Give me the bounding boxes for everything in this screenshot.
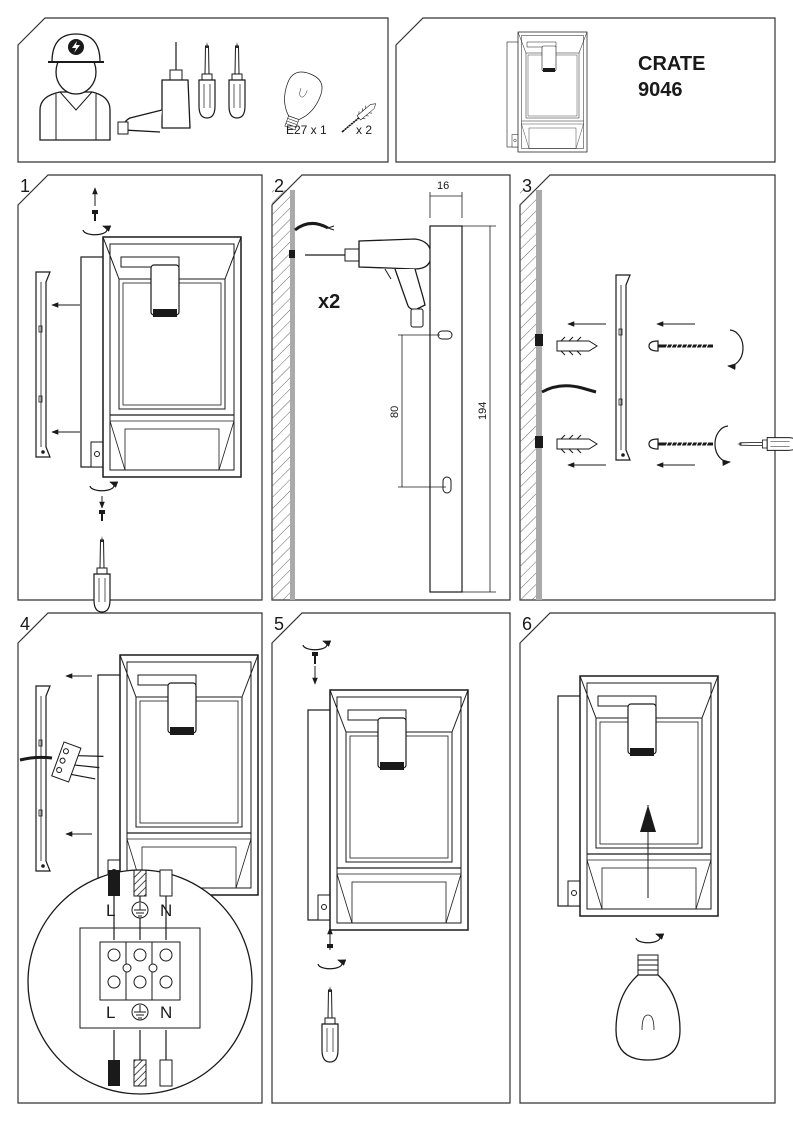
step-3-cable — [541, 384, 597, 394]
wiring-top-wires — [108, 869, 173, 940]
mounting-template — [429, 225, 463, 593]
drill-icon — [117, 42, 191, 135]
neutral-label-top: N — [160, 901, 172, 920]
live-label-top: L — [106, 901, 115, 920]
step-6-bulb-icon — [615, 954, 681, 1061]
step-6-illustration — [557, 675, 719, 1061]
step-3-illustration — [520, 190, 793, 600]
mains-cable — [294, 222, 329, 232]
bulb-quantity-label: E27 x 1 — [286, 123, 327, 137]
step-2-illustration: x2 16 194 80 — [272, 180, 496, 600]
electrician-icon — [39, 33, 111, 141]
step-5-number: 5 — [274, 614, 284, 634]
step-2-number: 2 — [274, 176, 284, 196]
step-1-number: 1 — [20, 176, 30, 196]
drill-hole-mark — [289, 250, 295, 258]
step-3-screwdriver-icon — [736, 437, 793, 451]
wall-surface — [290, 190, 295, 600]
dimension-width: 16 — [437, 180, 449, 192]
insert-bulb-arrow — [640, 805, 656, 832]
step-2-drill-icon — [304, 238, 432, 328]
product-name: CRATE — [638, 53, 705, 75]
product-code: 9046 — [638, 79, 683, 101]
dimension-spacing: 80 — [389, 406, 401, 418]
phillips-screwdriver-icon — [198, 41, 216, 119]
step-1-screwdriver-icon — [93, 535, 111, 613]
earth-icon-top — [131, 901, 149, 919]
step-4-number: 4 — [20, 614, 30, 634]
top-screw-icon — [83, 187, 107, 235]
step-4-illustration: L N L N — [19, 654, 259, 1095]
live-label-bottom: L — [106, 1003, 115, 1022]
screw-quantity-label: x 2 — [356, 123, 372, 137]
tools-panel — [17, 17, 389, 163]
flat-screwdriver-icon — [228, 41, 246, 119]
step-6-number: 6 — [522, 614, 532, 634]
wiring-terminal-block — [99, 941, 181, 1001]
template-slot-top — [437, 330, 453, 340]
step-5-bottom-screw — [318, 927, 342, 969]
step-5-screwdriver-icon — [321, 985, 339, 1063]
template-slot-bottom — [442, 476, 452, 494]
earth-icon-bottom — [131, 1003, 149, 1021]
step-3-number: 3 — [522, 176, 532, 196]
step-5-top-screw — [303, 641, 327, 685]
wall-hatch — [272, 190, 290, 600]
product-panel — [395, 17, 776, 163]
dimension-height: 194 — [477, 402, 489, 420]
product-lantern-illustration — [506, 31, 588, 153]
step-1-illustration — [35, 187, 242, 613]
terminal-frame — [79, 927, 201, 1029]
wiring-bottom-wires — [108, 1030, 173, 1087]
bottom-screw-icon — [90, 482, 114, 521]
neutral-label-bottom: N — [160, 1003, 172, 1022]
step-5-illustration — [303, 641, 469, 1063]
drill-hole-count: x2 — [318, 291, 340, 313]
terminal-block-icon — [51, 741, 104, 783]
